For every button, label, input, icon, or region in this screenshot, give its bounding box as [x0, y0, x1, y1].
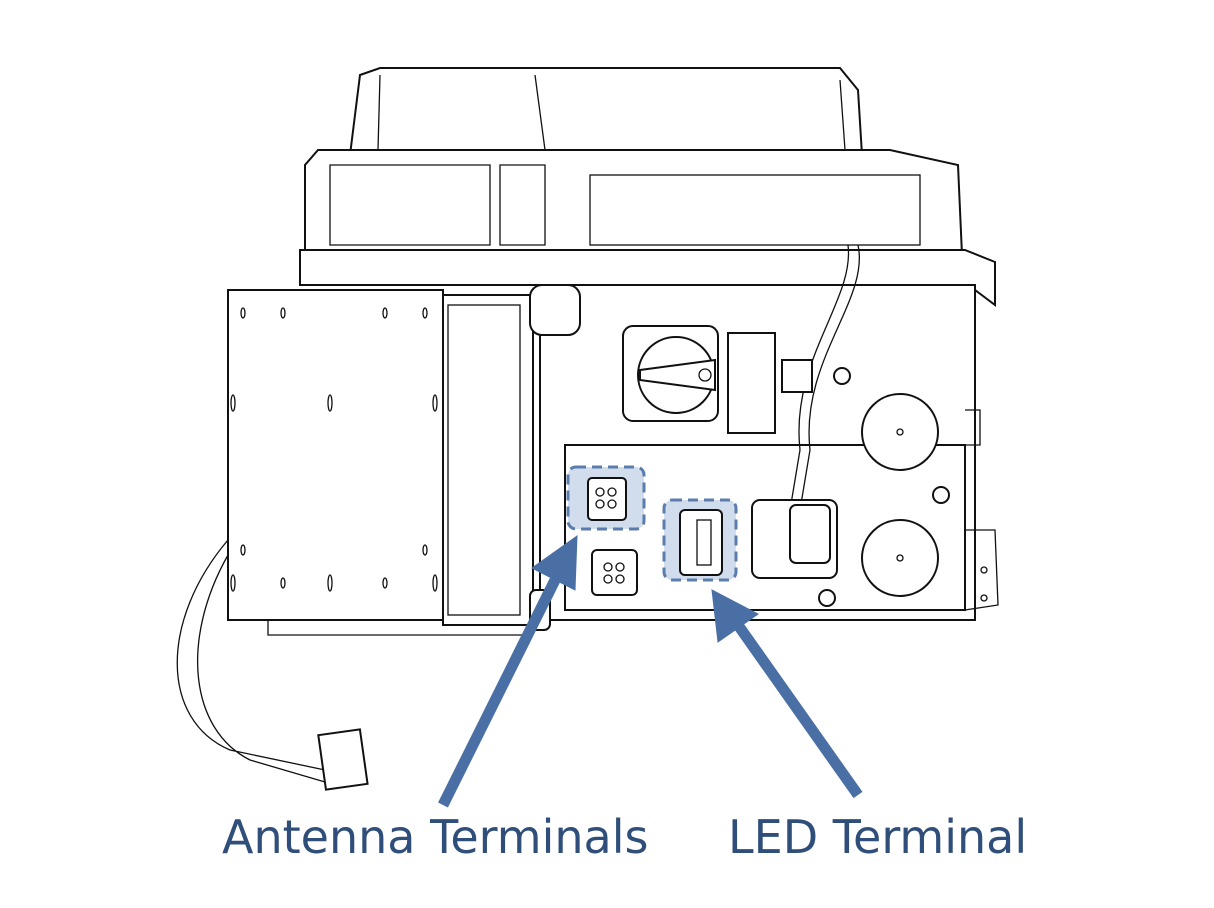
led-terminal-label: LED Terminal	[728, 810, 1028, 864]
antenna-connector	[587, 477, 638, 596]
cable-gland-top	[861, 393, 939, 471]
ribbon-cable	[176, 539, 326, 783]
power-connector	[751, 499, 838, 579]
led-connector	[679, 509, 723, 576]
ribbon-connector	[317, 728, 369, 791]
disconnect-switch	[622, 325, 776, 434]
antenna-terminals-label: Antenna Terminals	[222, 810, 649, 864]
led-arrow	[711, 589, 863, 799]
antenna-arrow	[438, 535, 578, 808]
led-cable	[789, 244, 860, 511]
cable-gland-bottom	[861, 519, 939, 597]
side-panel	[227, 284, 581, 636]
